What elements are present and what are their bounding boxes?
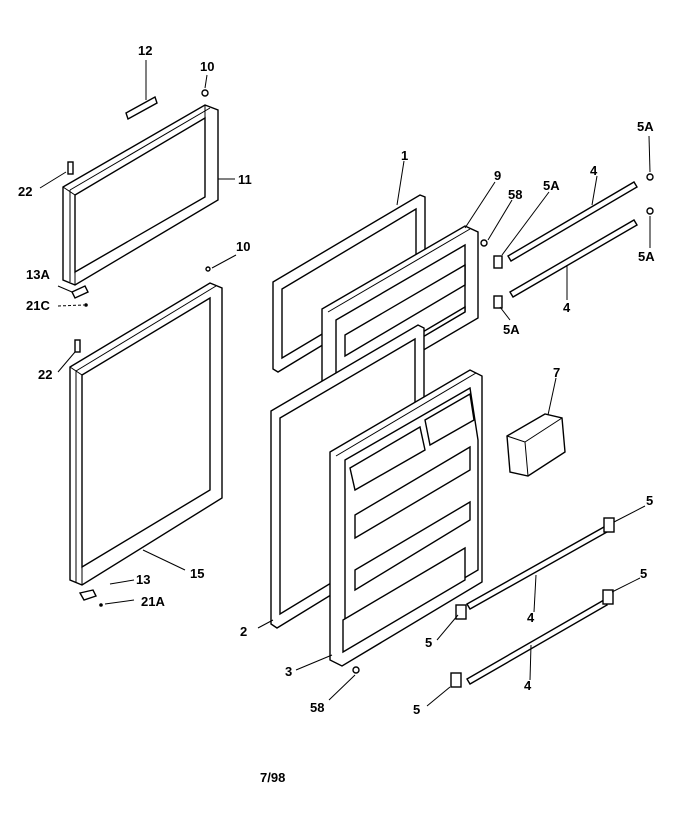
dairy-door <box>506 413 566 477</box>
label-5A-a: 5A <box>543 178 560 193</box>
label-3: 3 <box>285 664 292 679</box>
hardware <box>67 89 488 674</box>
hinge-rods <box>466 181 638 685</box>
label-4-second: 4 <box>563 300 571 315</box>
label-5A-b: 5A <box>637 119 654 134</box>
label-21A: 21A <box>141 594 165 609</box>
label-1: 1 <box>401 148 408 163</box>
label-11: 11 <box>238 172 252 187</box>
label-5-b: 5 <box>425 635 432 650</box>
label-10-top: 10 <box>200 59 214 74</box>
label-58-bottom: 58 <box>310 700 324 715</box>
label-9: 9 <box>494 168 501 183</box>
label-4-top: 4 <box>590 163 598 178</box>
label-22-top: 22 <box>18 184 32 199</box>
label-7: 7 <box>553 365 560 380</box>
label-10-mid: 10 <box>236 239 250 254</box>
label-13A: 13A <box>26 267 50 282</box>
label-15: 15 <box>190 566 204 581</box>
fresh-food-door-frame <box>69 282 223 586</box>
label-5-c: 5 <box>640 566 647 581</box>
label-22-bottom: 22 <box>38 367 52 382</box>
label-13: 13 <box>136 572 150 587</box>
label-4-bottom: 4 <box>524 678 532 693</box>
label-21C: 21C <box>26 298 50 313</box>
freezer-door-frame <box>62 104 219 286</box>
label-58-top: 58 <box>508 187 522 202</box>
label-2: 2 <box>240 624 247 639</box>
leader-lines <box>39 60 651 707</box>
label-5A-c: 5A <box>638 249 655 264</box>
fresh-food-door-liner <box>329 369 483 667</box>
label-5-d: 5 <box>413 702 420 717</box>
freezer-handle-strip <box>125 95 158 121</box>
label-5-a: 5 <box>646 493 653 508</box>
label-12: 12 <box>138 43 152 58</box>
diagram-date: 7/98 <box>260 770 285 785</box>
clips <box>450 173 654 688</box>
label-5A-d: 5A <box>503 322 520 337</box>
label-4-third: 4 <box>527 610 535 625</box>
